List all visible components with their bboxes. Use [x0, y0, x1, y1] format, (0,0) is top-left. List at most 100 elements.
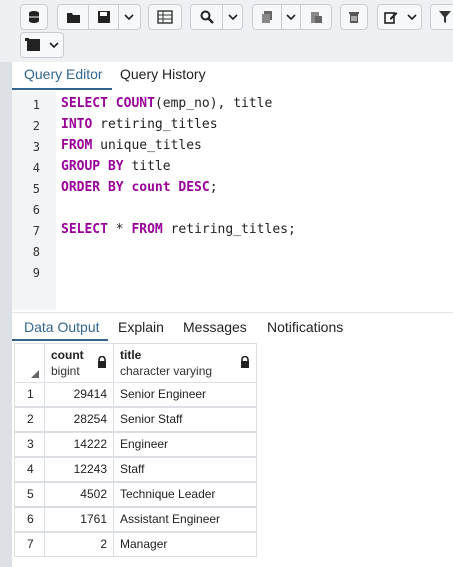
sql-keyword: ORDER BY count DESC	[61, 180, 210, 195]
save-options-button[interactable]	[119, 5, 139, 29]
row-number[interactable]: 7	[14, 532, 45, 557]
tab-data-output[interactable]: Data Output	[24, 319, 100, 335]
delete-button[interactable]	[340, 4, 368, 30]
clipboard-button-group	[252, 4, 332, 30]
editor-tabs: Query Editor Query History	[12, 62, 453, 88]
row-number[interactable]: 5	[14, 482, 45, 507]
tab-explain[interactable]: Explain	[118, 319, 164, 335]
cell-title[interactable]: Senior Staff	[113, 407, 257, 432]
sql-text: *	[107, 222, 132, 237]
code-line-2: INTO retiring_titles	[61, 117, 218, 132]
trash-icon	[349, 12, 359, 23]
cell-title[interactable]: Technique Leader	[113, 482, 257, 507]
active-output-tab-indicator	[12, 339, 108, 341]
limit-icon	[25, 38, 40, 51]
chevron-down-icon	[49, 42, 59, 48]
row-number[interactable]: 2	[14, 407, 45, 432]
open-file-button[interactable]	[59, 5, 89, 29]
column-type: character varying	[120, 364, 213, 378]
toolbar	[0, 0, 453, 62]
sql-keyword: SELECT	[61, 96, 116, 111]
corner-triangle-icon	[31, 370, 39, 378]
row-number[interactable]: 3	[14, 432, 45, 457]
select-all-corner[interactable]	[14, 343, 45, 383]
cell-count[interactable]: 14222	[44, 432, 114, 457]
sql-text: title	[123, 159, 171, 174]
sql-text: retiring_titles	[92, 117, 218, 132]
save-file-button[interactable]	[89, 5, 119, 29]
column-name: count	[51, 348, 84, 362]
edit-button[interactable]	[378, 5, 403, 29]
cell-count[interactable]: 28254	[44, 407, 114, 432]
sql-editor[interactable]: 1 2 3 4 5 6 7 8 9 SELECT COUNT(emp_no), …	[12, 91, 453, 310]
cell-title[interactable]: Engineer	[113, 432, 257, 457]
sql-keyword: FROM	[131, 222, 163, 237]
code-line-7: SELECT * FROM retiring_titles;	[61, 222, 296, 237]
cell-count[interactable]: 29414	[44, 382, 114, 407]
file-button-group	[57, 4, 141, 30]
chevron-down-icon	[228, 14, 238, 20]
code-line-4: GROUP BY title	[61, 159, 171, 174]
sql-text: retiring_titles;	[162, 222, 296, 237]
cell-title[interactable]: Staff	[113, 457, 257, 482]
copy-button[interactable]	[253, 5, 281, 29]
cell-title[interactable]: Senior Engineer	[113, 382, 257, 407]
sql-text: (emp_no), title	[154, 96, 273, 111]
chevron-down-icon	[407, 14, 417, 20]
limit-button-group	[20, 32, 64, 58]
code-line-1: SELECT COUNT(emp_no), title	[61, 96, 272, 111]
search-icon	[200, 10, 214, 24]
cell-title[interactable]: Manager	[113, 532, 257, 557]
sql-text: unique_titles	[92, 138, 202, 153]
cell-count[interactable]: 4502	[44, 482, 114, 507]
filter-icon	[439, 11, 451, 23]
limit-button[interactable]	[21, 33, 45, 57]
find-button-group	[190, 4, 243, 30]
paste-button[interactable]	[301, 5, 331, 29]
sql-keyword: GROUP BY	[61, 159, 124, 174]
paste-icon	[311, 12, 322, 23]
line-number: 3	[32, 140, 40, 154]
line-number-gutter: 1 2 3 4 5 6 7 8 9	[12, 91, 56, 310]
row-number[interactable]: 1	[14, 382, 45, 407]
copy-options-button[interactable]	[281, 5, 301, 29]
line-number: 9	[32, 266, 40, 280]
sql-text: ;	[209, 180, 218, 195]
sql-keyword: INTO	[61, 117, 93, 132]
edit-icon	[383, 12, 398, 24]
limit-options-button[interactable]	[45, 33, 63, 57]
cell-count[interactable]: 1761	[44, 507, 114, 532]
lock-icon	[241, 356, 249, 368]
column-header-title[interactable]: title character varying	[113, 343, 257, 383]
copy-icon	[262, 11, 272, 23]
line-number: 1	[32, 98, 40, 112]
output-tabs: Data Output Explain Messages Notificatio…	[12, 312, 453, 340]
chevron-down-icon	[286, 14, 296, 20]
row-number[interactable]: 4	[14, 457, 45, 482]
edit-button-group	[377, 4, 422, 30]
edit-options-button[interactable]	[403, 5, 421, 29]
tab-query-history[interactable]: Query History	[120, 66, 206, 82]
left-panel-strip	[0, 62, 12, 567]
tab-messages[interactable]: Messages	[183, 319, 247, 335]
find-button[interactable]	[191, 5, 222, 29]
filter-button[interactable]	[430, 4, 453, 30]
chevron-down-icon	[124, 14, 134, 20]
column-header-count[interactable]: count bigint	[44, 343, 114, 383]
active-tab-indicator	[12, 88, 112, 90]
tab-notifications[interactable]: Notifications	[267, 319, 344, 335]
database-button[interactable]	[20, 4, 48, 30]
tab-query-editor[interactable]: Query Editor	[24, 66, 103, 82]
cell-count[interactable]: 2	[44, 532, 114, 557]
line-number: 2	[32, 119, 40, 133]
find-options-button[interactable]	[222, 5, 242, 29]
column-type: bigint	[51, 364, 80, 378]
cell-title[interactable]: Assistant Engineer	[113, 507, 257, 532]
sql-keyword: COUNT	[115, 96, 155, 111]
line-number: 7	[32, 224, 40, 238]
line-number: 6	[32, 203, 40, 217]
view-table-button[interactable]	[148, 4, 182, 30]
code-line-5: ORDER BY count DESC;	[61, 180, 218, 195]
cell-count[interactable]: 12243	[44, 457, 114, 482]
row-number[interactable]: 6	[14, 507, 45, 532]
